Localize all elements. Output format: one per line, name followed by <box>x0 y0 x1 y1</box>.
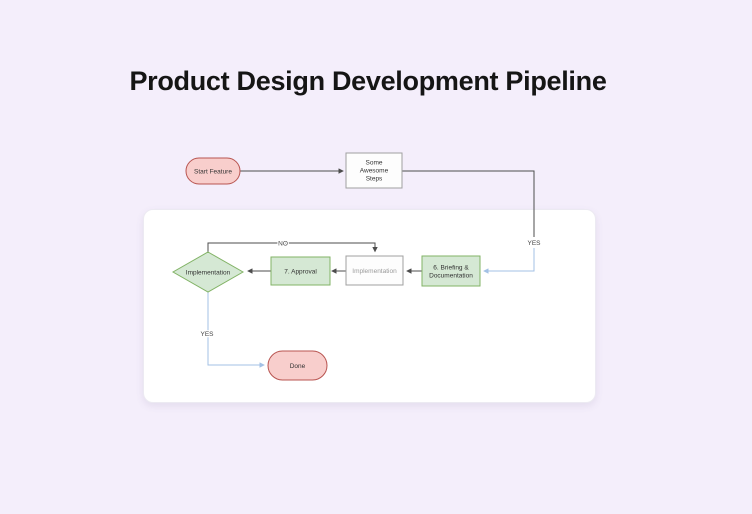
edge-yes-into-briefing <box>483 248 535 274</box>
edge-label-yes-right: YES <box>527 240 541 247</box>
node-decision-implementation[interactable]: Implementation <box>171 251 245 293</box>
decision-label: Implementation <box>186 269 231 276</box>
done-label: Done <box>290 363 306 370</box>
decision-diamond-shape <box>171 251 245 293</box>
edge-no-loop <box>207 242 378 253</box>
briefing-label-line2: Documentation <box>429 273 473 280</box>
start-feature-shape <box>185 157 241 185</box>
page-title: Product Design Development Pipeline <box>129 66 607 96</box>
approval-label: 7. Approval <box>284 269 317 276</box>
steps-label-line1: Some <box>366 160 383 167</box>
steps-label-line3: Steps <box>366 176 383 183</box>
node-implementation[interactable]: Implementation <box>345 255 404 286</box>
steps-label-line2: Awesome <box>360 168 389 175</box>
node-some-awesome-steps[interactable]: Some Awesome Steps <box>345 152 403 189</box>
node-start-feature[interactable]: Start Feature <box>185 157 241 185</box>
start-feature-label: Start Feature <box>194 168 232 175</box>
edge-label-yes-left: YES <box>200 331 214 338</box>
approval-shape <box>270 256 331 286</box>
implementation-label: Implementation <box>352 268 397 275</box>
briefing-shape <box>421 255 481 287</box>
edge-steps-to-briefing-dark <box>402 170 535 237</box>
edge-label-no: NO <box>278 241 288 248</box>
node-briefing-documentation[interactable]: 6. Briefing & Documentation <box>421 255 481 287</box>
done-shape <box>267 350 328 381</box>
node-done[interactable]: Done <box>267 350 328 381</box>
node-approval[interactable]: 7. Approval <box>270 256 331 286</box>
briefing-label-line1: 6. Briefing & <box>433 265 469 272</box>
edge-yes-to-done <box>207 292 265 368</box>
some-awesome-steps-shape <box>345 152 403 189</box>
flowchart-card <box>143 209 596 403</box>
implementation-shape <box>345 255 404 286</box>
